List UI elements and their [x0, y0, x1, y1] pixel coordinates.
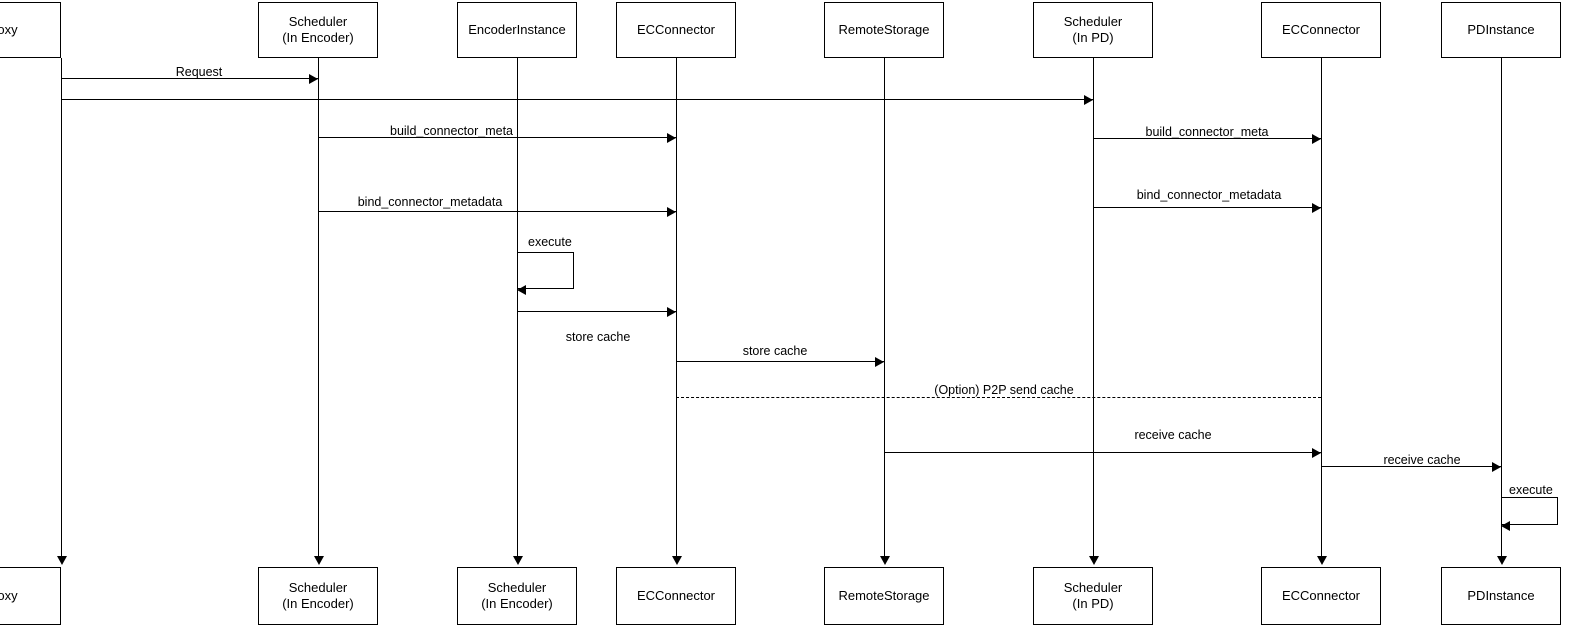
participant-label-proxy-bottom-line-0: Proxy: [0, 588, 18, 603]
message-arrow-build-connector-meta-2: [667, 133, 676, 143]
participant-label-pd_inst-top-line-0: PDInstance: [1467, 22, 1535, 37]
participant-label-sched_pd-top-line-1: (In PD): [1072, 30, 1114, 45]
participant-label-ec_conn_enc-bottom-line-0: ECConnector: [636, 588, 716, 603]
participant-box-bottom-ec_conn_pd[interactable]: ECConnector: [1261, 567, 1381, 625]
participant-label-ec_conn_pd-top-line-0: ECConnector: [1281, 22, 1361, 37]
message-arrow-receive-cache-9: [1312, 448, 1321, 458]
message-label-bind-connector-metadata-5: bind_connector_metadata: [1136, 188, 1282, 202]
message-label-receive-cache-10: receive cache: [1383, 453, 1461, 467]
participant-label-encoder_inst-bottom-line-0: Scheduler: [487, 580, 547, 595]
message-label-build-connector-meta-2: build_connector_meta: [390, 124, 513, 138]
lifeline-end-arrow-proxy: [57, 556, 67, 565]
message-label-store-cache-7: store cache: [742, 344, 808, 358]
participant-label-sched_pd-bottom-line-1: (In PD): [1072, 596, 1114, 611]
participant-box-bottom-ec_conn_enc[interactable]: ECConnector: [616, 567, 736, 625]
message-line-receive-cache-9: [884, 452, 1321, 453]
lifeline-sched_pd: [1093, 58, 1094, 557]
self-call-label-execute-1: execute: [1509, 483, 1553, 497]
participant-box-bottom-remote_store[interactable]: RemoteStorage: [824, 567, 944, 625]
message-label-option-p2p-send-cache-8: (Option) P2P send cache: [934, 383, 1074, 397]
participant-box-top-sched_enc[interactable]: Scheduler(In Encoder): [258, 2, 378, 58]
lifeline-remote_store: [884, 58, 885, 557]
participant-label-encoder_inst-top-line-0: EncoderInstance: [468, 22, 566, 37]
participant-box-top-encoder_inst[interactable]: EncoderInstance: [457, 2, 577, 58]
message-arrow-store-cache-6: [667, 307, 676, 317]
participant-box-bottom-encoder_inst[interactable]: Scheduler(In Encoder): [457, 567, 577, 625]
lifeline-end-arrow-ec_conn_enc: [672, 556, 682, 565]
lifeline-end-arrow-ec_conn_pd: [1317, 556, 1327, 565]
message-line-store-cache-7: [676, 361, 884, 362]
participant-box-top-remote_store[interactable]: RemoteStorage: [824, 2, 944, 58]
participant-box-top-ec_conn_pd[interactable]: ECConnector: [1261, 2, 1381, 58]
message-arrow-bind-connector-metadata-4: [667, 207, 676, 217]
message-label-build-connector-meta-3: build_connector_meta: [1145, 125, 1269, 139]
participant-label-sched_enc-top-line-1: (In Encoder): [282, 30, 354, 45]
message-arrow-build-connector-meta-3: [1312, 134, 1321, 144]
lifeline-ec_conn_pd: [1321, 58, 1322, 557]
message-line-bind-connector-metadata-4: [318, 211, 676, 212]
message-arrow-request-0: [309, 74, 318, 84]
participant-label-sched_pd-top-line-0: Scheduler: [1063, 14, 1123, 29]
lifeline-end-arrow-sched_pd: [1089, 556, 1099, 565]
message-line-build-connector-meta-3: [1093, 138, 1321, 139]
participant-label-sched_pd-bottom-line-0: Scheduler: [1063, 580, 1123, 595]
message-label-request-0: Request: [175, 65, 223, 79]
lifeline-sched_enc: [318, 58, 319, 557]
participant-label-sched_enc-bottom-line-0: Scheduler: [288, 580, 348, 595]
participant-box-bottom-pd_inst[interactable]: PDInstance: [1441, 567, 1561, 625]
self-call-arrow-execute-0: [517, 285, 526, 295]
participant-label-remote_store-top-line-0: RemoteStorage: [838, 22, 930, 37]
self-call-loop-execute-1: [1501, 497, 1558, 525]
message-arrow-unlabeled-1: [1084, 95, 1093, 105]
participant-label-ec_conn_enc-top-line-0: ECConnector: [636, 22, 716, 37]
message-line-request-0: [61, 78, 318, 79]
message-arrow-store-cache-7: [875, 357, 884, 367]
message-label-store-cache-6: store cache: [565, 330, 631, 344]
message-line-store-cache-6: [517, 311, 676, 312]
self-call-label-execute-0: execute: [528, 235, 572, 249]
message-label-receive-cache-9: receive cache: [1134, 428, 1212, 442]
participant-label-ec_conn_pd-bottom-line-0: ECConnector: [1281, 588, 1361, 603]
message-line-bind-connector-metadata-5: [1093, 207, 1321, 208]
message-label-bind-connector-metadata-4: bind_connector_metadata: [357, 195, 503, 209]
lifeline-pd_inst: [1501, 58, 1502, 557]
self-call-arrow-execute-1: [1501, 521, 1510, 531]
message-arrow-bind-connector-metadata-5: [1312, 203, 1321, 213]
lifeline-end-arrow-sched_enc: [314, 556, 324, 565]
participant-box-bottom-sched_enc[interactable]: Scheduler(In Encoder): [258, 567, 378, 625]
participant-box-bottom-sched_pd[interactable]: Scheduler(In PD): [1033, 567, 1153, 625]
lifeline-encoder_inst: [517, 58, 518, 557]
participant-box-top-pd_inst[interactable]: PDInstance: [1441, 2, 1561, 58]
participant-label-sched_enc-bottom-line-1: (In Encoder): [282, 596, 354, 611]
lifeline-ec_conn_enc: [676, 58, 677, 557]
message-arrow-receive-cache-10: [1492, 462, 1501, 472]
participant-label-remote_store-bottom-line-0: RemoteStorage: [838, 588, 930, 603]
self-call-loop-execute-0: [517, 252, 574, 289]
lifeline-proxy: [61, 58, 62, 557]
participant-label-encoder_inst-bottom-line-1: (In Encoder): [481, 596, 553, 611]
message-line-unlabeled-1: [61, 99, 1093, 100]
participant-label-sched_enc-top-line-0: Scheduler: [288, 14, 348, 29]
participant-label-pd_inst-bottom-line-0: PDInstance: [1467, 588, 1535, 603]
lifeline-end-arrow-remote_store: [880, 556, 890, 565]
participant-box-bottom-proxy[interactable]: Proxy: [0, 567, 61, 625]
lifeline-end-arrow-pd_inst: [1497, 556, 1507, 565]
participant-label-proxy-top-line-0: Proxy: [0, 22, 18, 37]
participant-box-top-proxy[interactable]: Proxy: [0, 2, 61, 58]
participant-box-top-ec_conn_enc[interactable]: ECConnector: [616, 2, 736, 58]
lifeline-end-arrow-encoder_inst: [513, 556, 523, 565]
participant-box-top-sched_pd[interactable]: Scheduler(In PD): [1033, 2, 1153, 58]
message-line-option-p2p-send-cache-8: [676, 397, 1321, 398]
message-line-build-connector-meta-2: [318, 137, 676, 138]
message-line-receive-cache-10: [1321, 466, 1501, 467]
